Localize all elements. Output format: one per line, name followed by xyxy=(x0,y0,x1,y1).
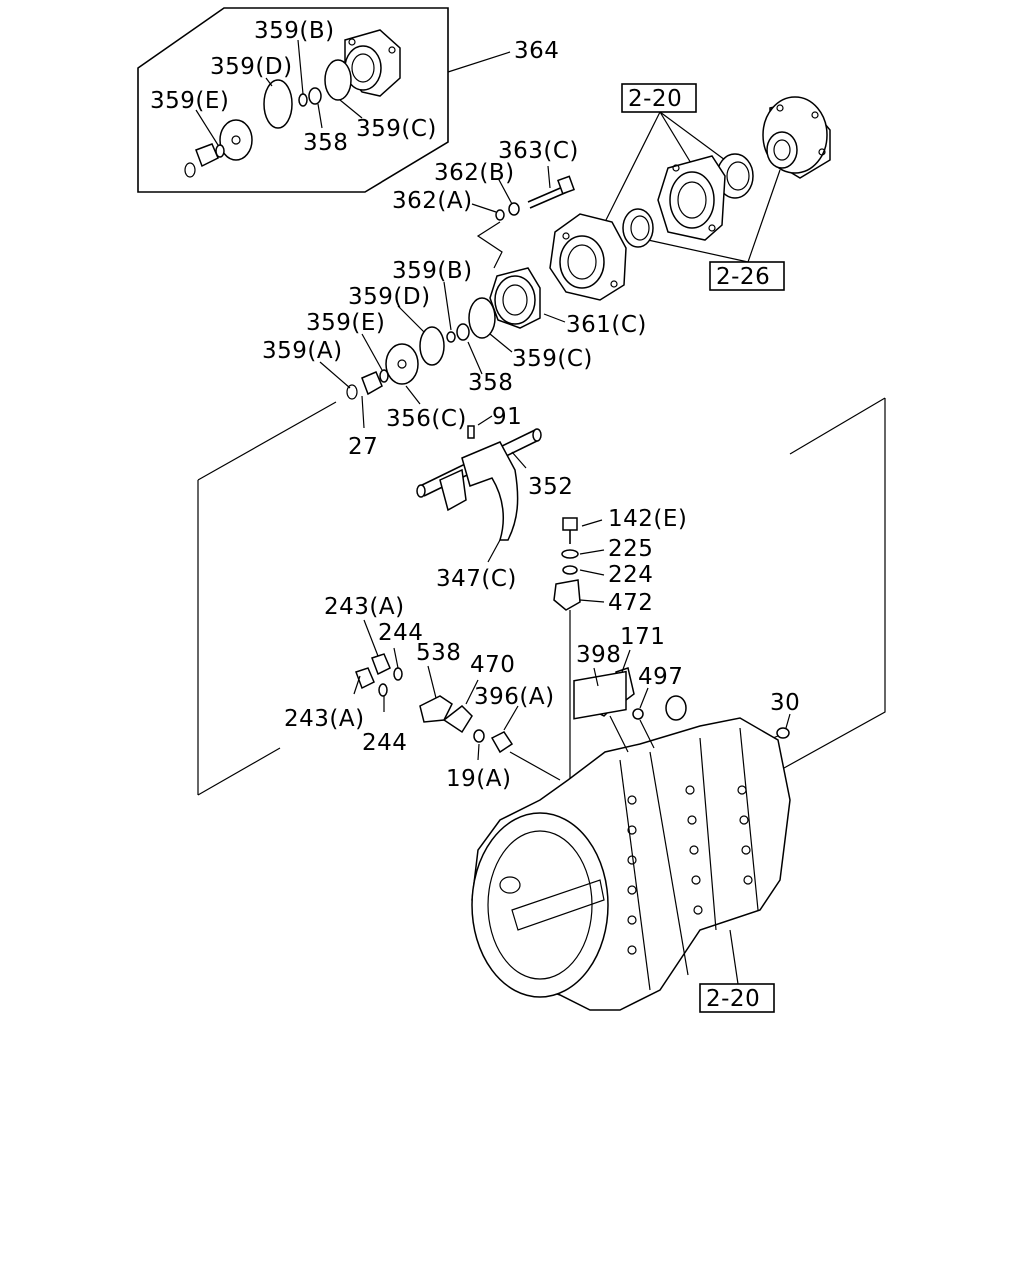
label-497: 497 xyxy=(638,664,683,690)
ref-2-26-label: 2-26 xyxy=(716,264,770,290)
spring-19a xyxy=(473,729,485,743)
washer-225 xyxy=(561,549,579,559)
plug-27 xyxy=(361,371,383,396)
label-347c: 347(C) xyxy=(436,566,517,592)
washer-244-lower xyxy=(378,683,388,697)
label-244-lower: 244 xyxy=(362,730,407,756)
label-243a-upper: 243(A) xyxy=(324,594,405,620)
frame-right xyxy=(783,398,886,769)
label-359e-inset: 359(E) xyxy=(150,88,229,114)
cover-top xyxy=(573,670,627,720)
washer-244-upper xyxy=(393,667,403,681)
label-359d: 359(D) xyxy=(348,284,431,310)
label-19a: 19(A) xyxy=(446,766,511,792)
inset-detail-box xyxy=(137,7,511,193)
label-396a: 396(A) xyxy=(474,684,555,710)
label-364: 364 xyxy=(514,38,559,64)
attachment-leader xyxy=(476,221,503,269)
label-362b: 362(B) xyxy=(434,160,515,186)
bolt-142e xyxy=(562,517,578,544)
label-356c: 356(C) xyxy=(386,406,467,432)
breather-plate xyxy=(665,695,687,721)
label-91: 91 xyxy=(492,404,522,430)
shift-fork-347c xyxy=(439,441,519,541)
bracket-472 xyxy=(553,579,581,611)
label-243a-lower: 243(A) xyxy=(284,706,365,732)
ref-2-20-top-label: 2-20 xyxy=(628,86,682,112)
o-ring-359d xyxy=(419,326,445,366)
label-359c-inset: 359(C) xyxy=(356,116,437,142)
label-363c: 363(C) xyxy=(498,138,579,164)
transmission-case xyxy=(471,670,791,1011)
label-225: 225 xyxy=(608,536,653,562)
plug-243a-lower xyxy=(355,667,375,690)
nut-inset-358 xyxy=(308,87,322,105)
label-359b-inset: 359(B) xyxy=(254,18,335,44)
flange-housing-inset xyxy=(344,29,401,97)
label-359e: 359(E) xyxy=(306,310,385,336)
bearing xyxy=(622,208,654,248)
label-359d-inset: 359(D) xyxy=(210,54,293,80)
bearing-retainer xyxy=(657,155,726,241)
label-224: 224 xyxy=(608,562,653,588)
label-359b: 359(B) xyxy=(392,258,473,284)
label-358: 358 xyxy=(468,370,513,396)
snap-ring-inset xyxy=(184,162,196,178)
label-171: 171 xyxy=(620,624,665,650)
label-470: 470 xyxy=(470,652,515,678)
label-358-inset: 358 xyxy=(303,130,348,156)
ball-396a xyxy=(490,731,514,754)
label-362a: 362(A) xyxy=(392,188,473,214)
nut-358 xyxy=(456,323,470,341)
o-ring-inset-d xyxy=(263,79,293,129)
leader-lines xyxy=(319,165,791,761)
washer-224 xyxy=(562,565,578,575)
ref-box-2-20-bottom[interactable]: 2-20 xyxy=(699,983,775,1013)
label-142e: 142(E) xyxy=(608,506,687,532)
label-359c: 359(C) xyxy=(512,346,593,372)
plate-356c xyxy=(385,343,419,385)
washer-359b xyxy=(446,331,456,343)
pin-91 xyxy=(467,425,475,439)
plug-inset xyxy=(195,143,219,168)
ball-497 xyxy=(632,708,644,720)
label-352: 352 xyxy=(528,474,573,500)
ring-359e xyxy=(379,369,389,383)
ref-box-2-26[interactable]: 2-26 xyxy=(709,261,785,291)
snap-ring-359a xyxy=(346,384,358,400)
label-27: 27 xyxy=(348,434,378,460)
label-244-upper: 244 xyxy=(378,620,423,646)
flange-housing-361c xyxy=(489,267,541,329)
part-labels: 364 359(B) 359(D) 359(E) 358 359(C) 363(… xyxy=(150,18,800,792)
output-flange xyxy=(762,96,831,179)
ref-2-20-bottom-label: 2-20 xyxy=(706,986,760,1012)
rear-housing xyxy=(549,213,627,301)
label-359a: 359(A) xyxy=(262,338,343,364)
label-398: 398 xyxy=(576,642,621,668)
gasket-538 xyxy=(419,695,453,723)
washer-inset-b xyxy=(298,93,308,107)
label-538: 538 xyxy=(416,640,461,666)
plug-243a-upper xyxy=(371,653,391,676)
ref-box-2-20-top[interactable]: 2-20 xyxy=(621,83,697,113)
label-361c: 361(C) xyxy=(566,312,647,338)
bolt-363c xyxy=(527,175,575,209)
plate-inset xyxy=(219,119,253,161)
label-472: 472 xyxy=(608,590,653,616)
o-ring-359c xyxy=(468,297,496,339)
label-30: 30 xyxy=(770,690,800,716)
o-ring-inset-c xyxy=(324,59,352,101)
washer-362b xyxy=(508,202,520,216)
plate-470 xyxy=(442,705,473,734)
washer-362a xyxy=(495,209,505,221)
